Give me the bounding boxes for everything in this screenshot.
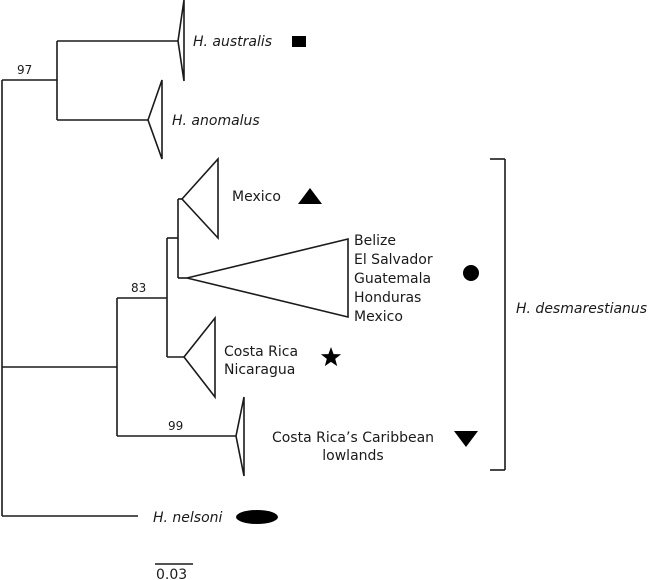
label-belize: Belize (354, 233, 396, 249)
label-australis: H. australis (193, 34, 272, 50)
support-value-83: 83 (131, 281, 146, 295)
label-nicaragua: Nicaragua (224, 362, 295, 378)
triangle-down-marker-icon (454, 431, 478, 447)
label-central-america: Belize El Salvador Guatemala Honduras Me… (354, 233, 433, 325)
label-el-salvador: El Salvador (354, 252, 433, 268)
triangle-up-marker-icon (298, 188, 322, 204)
support-value-97: 97 (17, 63, 32, 77)
label-guatemala: Guatemala (354, 271, 431, 287)
label-nelsoni: H. nelsoni (153, 510, 223, 526)
circle-marker-icon (463, 265, 479, 281)
label-mexico: Mexico (232, 189, 281, 205)
scale-bar-label: 0.03 (156, 567, 187, 580)
clade-costa-rica (182, 315, 216, 400)
label-honduras: Honduras (354, 290, 421, 306)
label-caribbean-line2: lowlands (322, 448, 383, 464)
clade-caribbean (235, 396, 245, 477)
clade-australis (177, 0, 185, 82)
star-marker-icon (320, 347, 342, 367)
ellipse-marker-icon (236, 510, 278, 524)
tree-branches (1, 40, 236, 517)
support-value-99: 99 (168, 419, 183, 433)
label-costa-rica: Costa Rica (224, 344, 298, 360)
clade-mexico (180, 156, 219, 241)
label-mexico-central: Mexico (354, 309, 403, 325)
label-desmarestianus: H. desmarestianus (516, 301, 647, 317)
desmarestianus-bracket (490, 158, 506, 471)
clade-anomalus (147, 79, 163, 160)
label-caribbean-line1: Costa Rica’s Caribbean (272, 430, 434, 446)
clade-central-america (186, 237, 349, 319)
square-marker-icon (292, 36, 306, 47)
label-anomalus: H. anomalus (172, 113, 260, 129)
